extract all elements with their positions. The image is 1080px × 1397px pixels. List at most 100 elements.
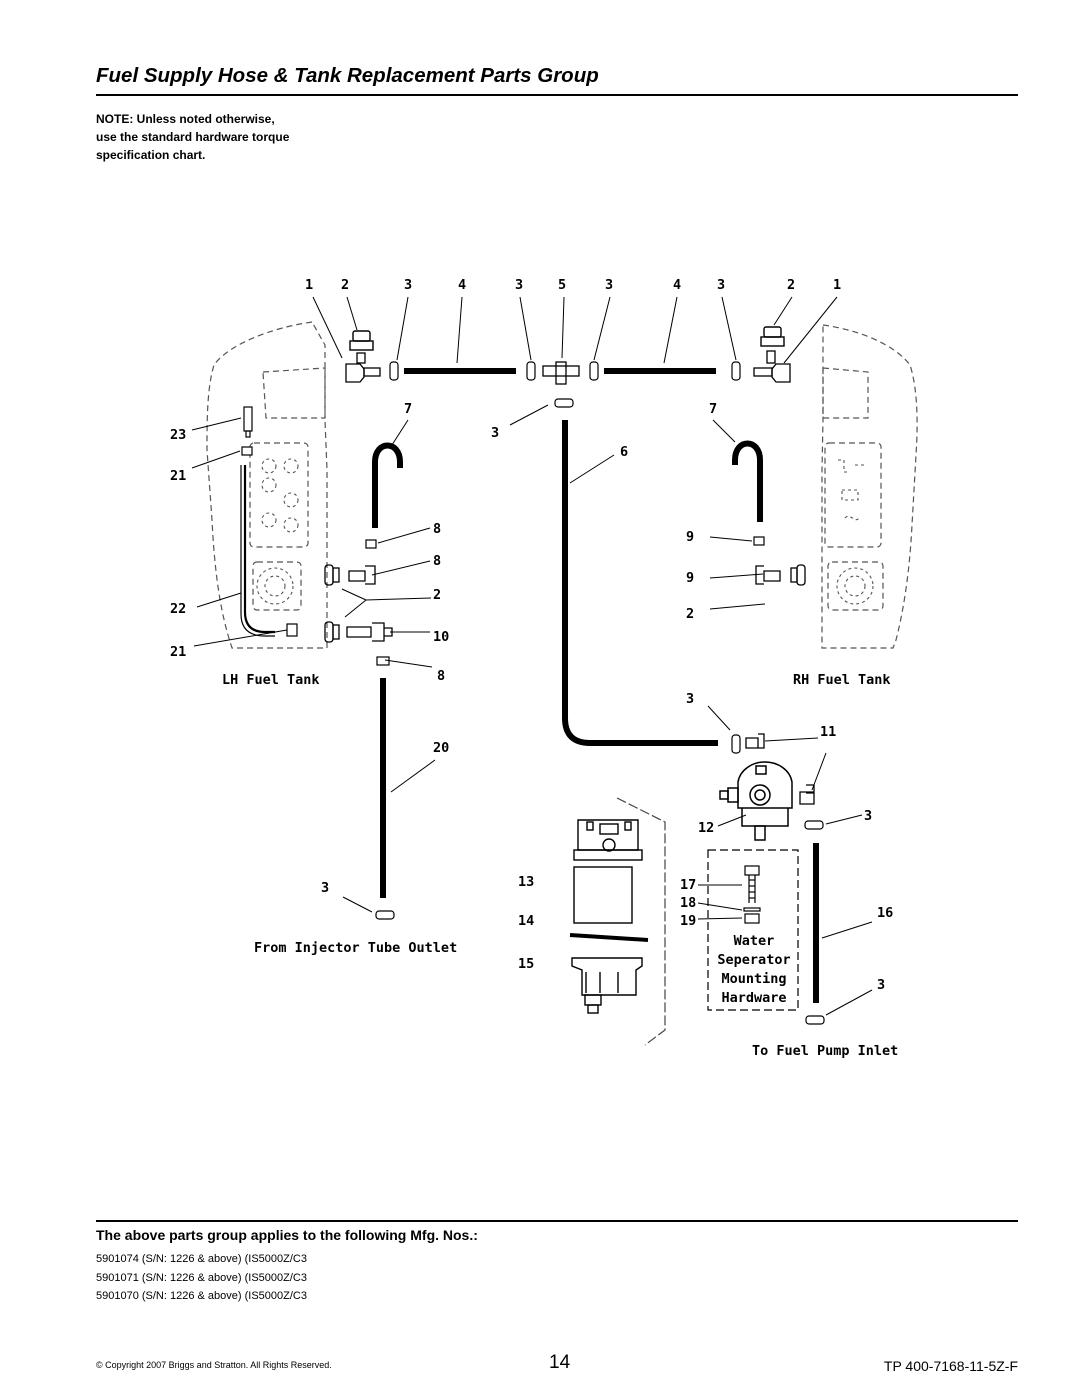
callout-number: 8 bbox=[437, 668, 445, 684]
callout-number: 15 bbox=[518, 956, 534, 972]
mfg-number-item: 5901071 (S/N: 1226 & above) (IS5000Z/C3 bbox=[96, 1271, 307, 1284]
rh-elbow-fitting bbox=[755, 564, 806, 586]
lh-grommet-lower bbox=[376, 656, 390, 666]
fuel-pump-inlet-label: To Fuel Pump Inlet bbox=[752, 1043, 898, 1059]
callout-number: 3 bbox=[717, 277, 725, 293]
callout-number: 14 bbox=[518, 913, 534, 929]
callout-number: 1 bbox=[305, 277, 313, 293]
lh-vent-hose bbox=[372, 442, 403, 528]
callout-number: 5 bbox=[558, 277, 566, 293]
callout-number: 3 bbox=[404, 277, 412, 293]
rh-tee-fitting bbox=[753, 350, 791, 383]
injector-tube-outlet-label: From Injector Tube Outlet bbox=[254, 940, 457, 956]
note-line: NOTE: Unless noted otherwise, bbox=[96, 112, 275, 126]
rh-fuel-tank-outline bbox=[821, 324, 918, 649]
lh-grommet-tube-top bbox=[241, 446, 253, 456]
callout-number: 4 bbox=[673, 277, 681, 293]
lh-elbow-fitting-lower bbox=[324, 621, 393, 643]
callout-number: 4 bbox=[458, 277, 466, 293]
callout-number: 11 bbox=[820, 724, 836, 740]
separator-inlet-elbow bbox=[745, 733, 765, 749]
mfg-number-list: 5901074 (S/N: 1226 & above) (IS5000Z/C3 … bbox=[96, 1250, 307, 1306]
note-line: use the standard hardware torque bbox=[96, 130, 290, 144]
mounting-bolt bbox=[744, 865, 760, 903]
callout-number: 23 bbox=[170, 427, 186, 443]
lh-elbow-fitting-upper bbox=[324, 564, 376, 586]
title-rule bbox=[96, 94, 1018, 96]
callout-number: 13 bbox=[518, 874, 534, 890]
filter-mount-head bbox=[573, 819, 643, 861]
callout-number: 2 bbox=[686, 606, 694, 622]
filter-bowl bbox=[571, 957, 643, 1014]
applies-heading: The above parts group applies to the fol… bbox=[96, 1227, 478, 1243]
page-title: Fuel Supply Hose & Tank Replacement Part… bbox=[96, 64, 599, 87]
callout-number: 2 bbox=[341, 277, 349, 293]
page-number: 14 bbox=[549, 1352, 571, 1373]
lh-tee-fitting bbox=[345, 352, 381, 383]
copyright-text: © Copyright 2007 Briggs and Stratton. Al… bbox=[96, 1360, 332, 1370]
lh-grommet-upper bbox=[365, 539, 377, 549]
callout-number: 3 bbox=[686, 691, 694, 707]
lh-grommet-tube-bottom bbox=[286, 623, 298, 637]
lh-vent-valve bbox=[243, 406, 253, 438]
callout-number: 12 bbox=[698, 820, 714, 836]
rh-vent-hose bbox=[732, 440, 763, 522]
callout-number: 17 bbox=[680, 877, 696, 893]
center-tee-fitting bbox=[542, 361, 580, 385]
mounting-hardware-box bbox=[707, 849, 799, 1011]
callout-number: 3 bbox=[491, 425, 499, 441]
mfg-number-item: 5901070 (S/N: 1226 & above) (IS5000Z/C3 bbox=[96, 1290, 307, 1302]
rh-fuel-cap bbox=[760, 326, 785, 347]
separator-outlet-elbow bbox=[799, 784, 815, 805]
callout-leaders bbox=[191, 296, 873, 1016]
callout-number: 3 bbox=[605, 277, 613, 293]
callout-number: 1 bbox=[833, 277, 841, 293]
hose-clamp-separator-inlet bbox=[731, 734, 741, 754]
fuel-hose-center bbox=[562, 420, 718, 746]
hose-clamp-pump-upper bbox=[804, 820, 824, 830]
torque-note: NOTE: Unless noted otherwise, use the st… bbox=[96, 110, 396, 164]
lock-washer bbox=[743, 907, 761, 912]
callout-number: 3 bbox=[515, 277, 523, 293]
callout-number: 6 bbox=[620, 444, 628, 460]
hose-clamps-top bbox=[389, 361, 741, 381]
callout-number: 21 bbox=[170, 644, 186, 660]
hose-clamp-center bbox=[554, 398, 574, 408]
callout-numbers: 1 2 3 4 3 5 3 4 3 2 1 7 3 7 23 21 6 8 9 … bbox=[170, 277, 893, 993]
lh-tank-fittings bbox=[256, 458, 299, 605]
mounting-hardware-label: Seperator bbox=[717, 952, 790, 968]
callout-number: 7 bbox=[709, 401, 717, 417]
hose-clamp-pump-lower bbox=[805, 1015, 825, 1025]
callout-number: 8 bbox=[433, 553, 441, 569]
separator-head bbox=[719, 761, 793, 841]
filter-seal bbox=[569, 933, 649, 942]
hose-clamp-return bbox=[375, 910, 395, 920]
callout-number: 7 bbox=[404, 401, 412, 417]
callout-number: 10 bbox=[433, 629, 449, 645]
callout-number: 22 bbox=[170, 601, 186, 617]
callout-number: 9 bbox=[686, 570, 694, 586]
filter-element bbox=[573, 866, 633, 924]
lh-fuel-tank-label: LH Fuel Tank bbox=[222, 672, 320, 688]
lh-fuel-cap bbox=[349, 330, 374, 351]
hex-nut bbox=[744, 913, 760, 924]
rh-grommet bbox=[753, 536, 765, 546]
lh-fuel-tank-outline bbox=[206, 321, 328, 649]
rh-tank-fittings bbox=[836, 459, 874, 605]
rh-fuel-tank-label: RH Fuel Tank bbox=[793, 672, 891, 688]
mounting-hardware-label: Water bbox=[734, 933, 775, 949]
filter-bracket-outline bbox=[616, 797, 666, 1046]
callout-number: 19 bbox=[680, 913, 696, 929]
callout-number: 20 bbox=[433, 740, 449, 756]
note-line: specification chart. bbox=[96, 148, 206, 162]
callout-number: 3 bbox=[864, 808, 872, 824]
document-number: TP 400-7168-11-5Z-F bbox=[883, 1358, 1018, 1374]
callout-number: 9 bbox=[686, 529, 694, 545]
mounting-hardware-label: Mounting bbox=[721, 971, 786, 987]
section-rule bbox=[96, 1220, 1018, 1222]
callout-number: 3 bbox=[877, 977, 885, 993]
callout-number: 21 bbox=[170, 468, 186, 484]
callout-number: 16 bbox=[877, 905, 893, 921]
mounting-hardware-label: Hardware bbox=[721, 990, 786, 1006]
